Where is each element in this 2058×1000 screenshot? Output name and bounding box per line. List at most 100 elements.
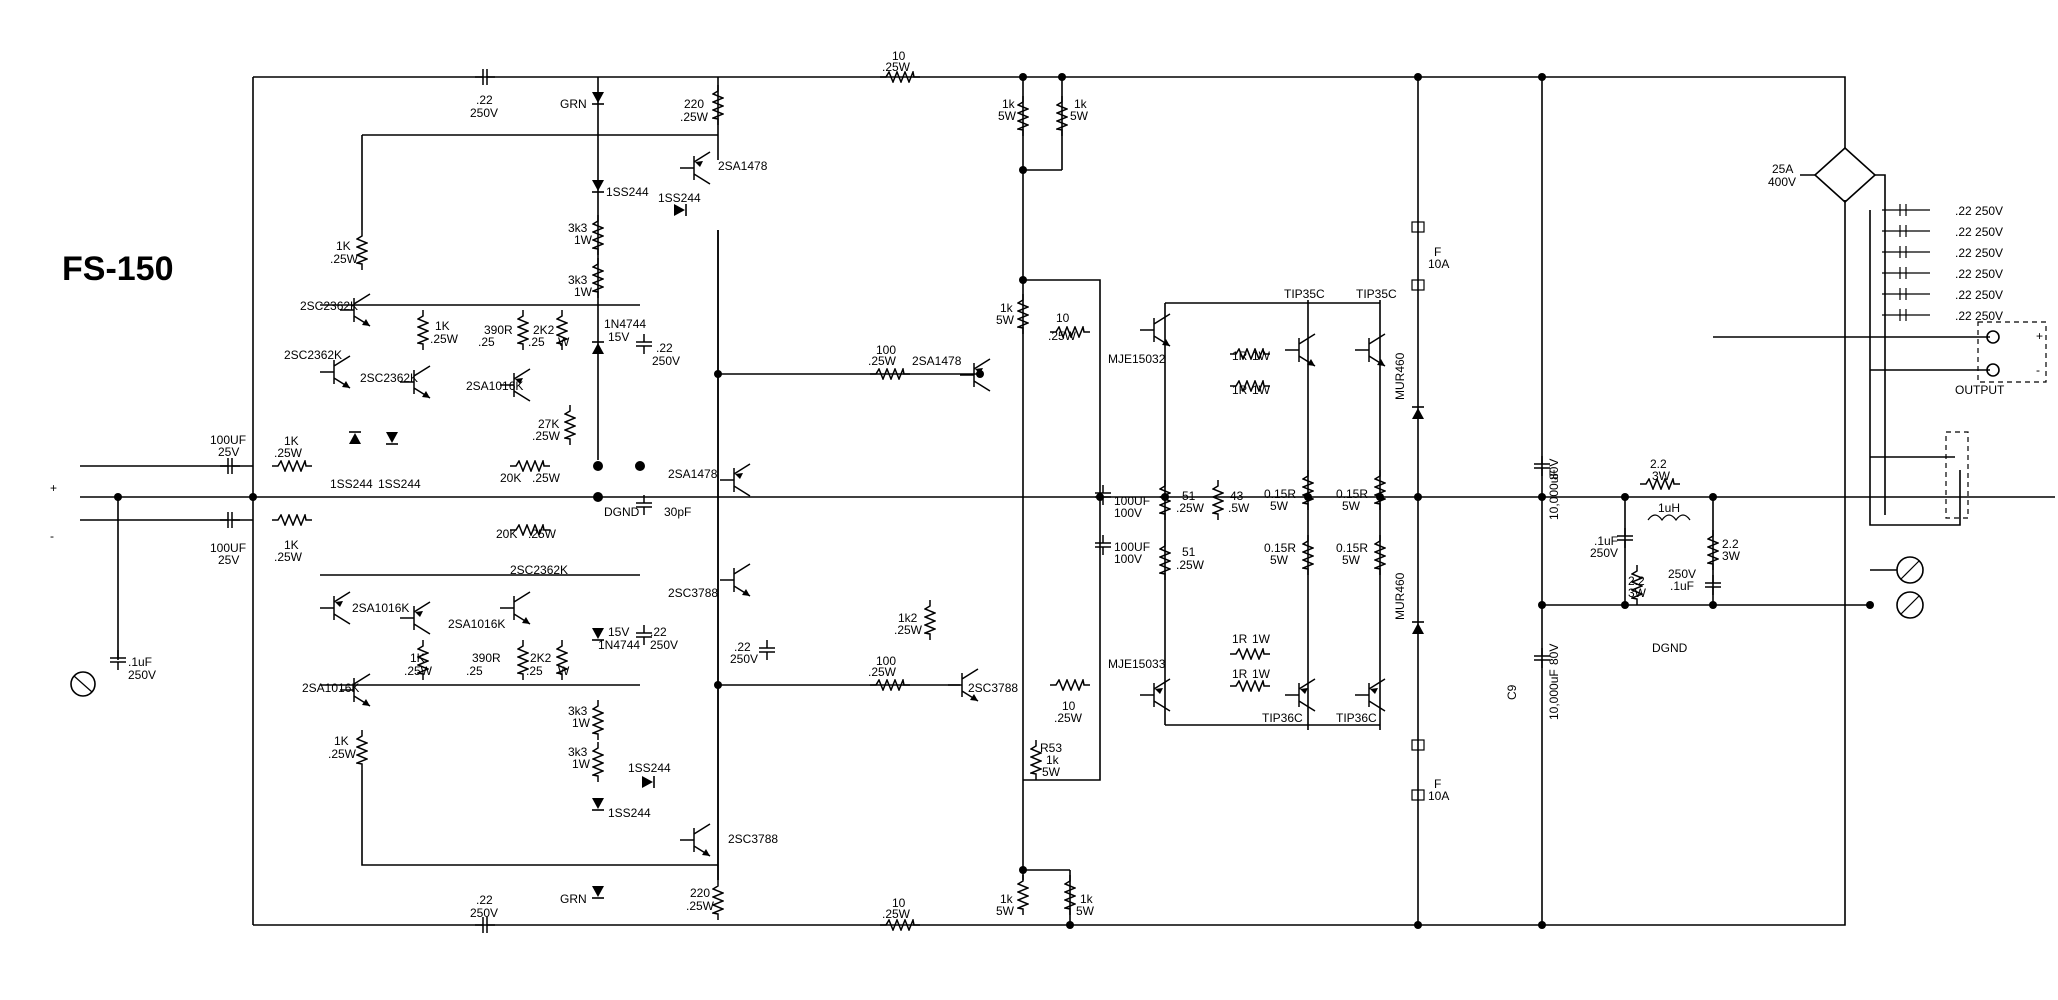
component-label: .25 [528, 335, 545, 349]
component-label: 0.15R [1264, 541, 1296, 555]
component-label: 1SS244 [330, 477, 373, 491]
component-label: 5W [1342, 553, 1361, 567]
component-label: 25A [1772, 162, 1793, 176]
component-label: 250V [730, 652, 758, 666]
component-label: 0.15R [1336, 487, 1368, 501]
component-label: 1W [1252, 667, 1271, 681]
component-label: .25W [328, 747, 357, 761]
component-label: 2SC3788 [728, 832, 778, 846]
component-label: 2SC2362K [510, 563, 568, 577]
component-label: 80V [1547, 644, 1561, 665]
component-label: 20K [500, 471, 521, 485]
component-label: .5W [1228, 501, 1250, 515]
component-label: .25W [894, 623, 923, 637]
component-label: 2.2 [1628, 574, 1645, 588]
component-label: 2K2 [533, 323, 555, 337]
component-label: .25W [1048, 329, 1077, 343]
component-label: 100 [876, 343, 896, 357]
component-label: 43 [1230, 489, 1244, 503]
component-label: 10 [892, 896, 906, 910]
component-label: .25 [478, 335, 495, 349]
component-label: F [1434, 777, 1441, 791]
component-label: 10A [1428, 257, 1449, 271]
component-label: 1R [1232, 349, 1248, 363]
component-label: 1K [284, 538, 299, 552]
component-label: 1R [1232, 667, 1248, 681]
component-label: 100UF [1114, 540, 1150, 554]
component-label: 1W [1252, 383, 1271, 397]
component-label: 2SA1478 [718, 159, 768, 173]
component-label: 2SA1478 [912, 354, 962, 368]
component-label: 0.15R [1336, 541, 1368, 555]
component-label: 2SC2362K [360, 371, 418, 385]
component-label: 25V [218, 553, 239, 567]
component-label: 250V [652, 354, 680, 368]
component-label: 80V [1547, 459, 1561, 480]
component-label: 1W [1252, 349, 1271, 363]
component-label: 100V [1114, 506, 1142, 520]
output-stage: MJE15032 MJE15033 51.25W 51.25W 43.5W 1R… [1108, 77, 1449, 925]
component-label: 100UF [1114, 494, 1150, 508]
component-label: 3W [1628, 586, 1647, 600]
component-label: 100V [1114, 552, 1142, 566]
component-label: .22 [656, 341, 673, 355]
component-label: .22 250V [1955, 267, 2003, 281]
component-label: 1k [1000, 301, 1014, 315]
component-label: 5W [998, 109, 1017, 123]
component-label: 30pF [664, 505, 691, 519]
component-label: 390R [472, 651, 501, 665]
component-label: .22 [476, 93, 493, 107]
component-label: 1W [574, 285, 593, 299]
component-label: 5W [1070, 109, 1089, 123]
component-label: .22 [734, 640, 751, 654]
component-label: 390R [484, 323, 513, 337]
component-label: 1k2 [898, 611, 918, 625]
component-label: 100UF [210, 541, 246, 555]
component-label: 250V [1668, 567, 1696, 581]
component-label: 2SC2362K [300, 299, 358, 313]
component-label: 1R [1232, 632, 1248, 646]
component-label: W [558, 664, 570, 678]
component-label: .25W [528, 527, 557, 541]
component-label: 3W [1722, 549, 1741, 563]
component-label: 1W [574, 233, 593, 247]
component-label: 5W [1342, 499, 1361, 513]
component-label: 2SA1016K [352, 601, 409, 615]
component-label: 1W [572, 716, 591, 730]
component-label: TIP35C [1284, 287, 1325, 301]
component-label: .22 [476, 893, 493, 907]
supply-rails [252, 76, 2055, 926]
component-label: 3k3 [568, 745, 588, 759]
component-label: .25W [686, 899, 715, 913]
component-label: MUR460 [1393, 572, 1407, 620]
component-label: 400V [1768, 175, 1796, 189]
component-label: MUR460 [1393, 352, 1407, 400]
component-label: .25W [532, 429, 561, 443]
component-label: MJE15033 [1108, 657, 1166, 671]
component-label: 220 [684, 97, 704, 111]
component-label: 100 [876, 654, 896, 668]
component-label: 2SC2362K [284, 348, 342, 362]
component-label: TIP36C [1336, 711, 1377, 725]
component-label: 1R [1232, 383, 1248, 397]
component-label: 5W [996, 904, 1015, 918]
component-label: 5W [1076, 904, 1095, 918]
component-label: .25W [274, 550, 303, 564]
component-label: - [2036, 363, 2040, 377]
component-label: .1uF [1670, 579, 1694, 593]
component-label: 10A [1428, 789, 1449, 803]
component-label: 1k [1080, 892, 1094, 906]
component-label: 250V [128, 668, 156, 682]
component-label: GRN [560, 892, 587, 906]
component-label: 2SC3788 [668, 586, 718, 600]
component-label: .25W [868, 354, 897, 368]
component-label: .25 [466, 664, 483, 678]
component-label: R53 [1040, 741, 1062, 755]
component-label: 10 [892, 49, 906, 63]
component-label: 1SS244 [606, 185, 649, 199]
component-label: 10 [1062, 699, 1076, 713]
component-label: 1SS244 [378, 477, 421, 491]
component-label: 51 [1182, 545, 1196, 559]
